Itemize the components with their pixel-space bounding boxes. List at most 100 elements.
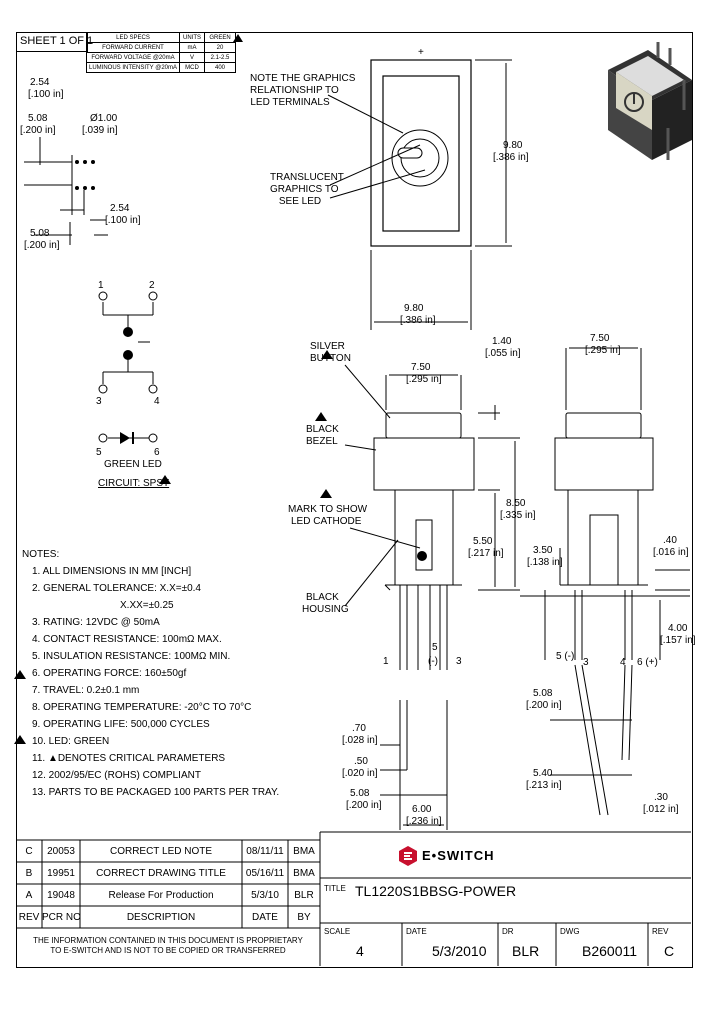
pin-6: 6 xyxy=(154,447,160,458)
side-pin-1: 1 xyxy=(383,656,389,667)
pcr-b: 19951 xyxy=(47,868,75,879)
note-item: 3. RATING: 12VDC @ 50mA xyxy=(32,617,160,628)
dim-508: 5.08 xyxy=(28,113,48,124)
note-translucent-2: GRAPHICS TO xyxy=(270,184,339,195)
dim-hole-in: [.039 in] xyxy=(82,125,118,136)
pin-3: 3 xyxy=(96,396,102,407)
bezel-label-1: BLACK xyxy=(306,424,339,435)
note-graphics-1: NOTE THE GRAPHICS xyxy=(250,73,356,84)
side-pin-5-neg: (-) xyxy=(428,656,438,667)
date-b: 05/16/11 xyxy=(245,868,285,879)
dim-540-in: [.213 in] xyxy=(526,780,562,791)
date-header: DATE xyxy=(252,912,278,923)
dim-400-in: [.157 in] xyxy=(660,635,696,646)
dim-850: 8.50 xyxy=(506,498,526,509)
dim-600-in: [.236 in] xyxy=(406,816,442,827)
circuit-label: CIRCUIT: SPST xyxy=(98,478,170,489)
note-translucent-3: SEE LED xyxy=(278,196,322,207)
rev-header: REV xyxy=(18,912,40,923)
pin-5: 5 xyxy=(96,447,102,458)
dim-508b-in: [.200 in] xyxy=(24,240,60,251)
rev-c: C xyxy=(25,846,33,857)
rev-label: REV xyxy=(652,927,669,936)
dim-040-in: [.016 in] xyxy=(653,547,689,558)
dr-value: BLR xyxy=(512,943,540,959)
dim-050: .50 xyxy=(354,756,368,767)
scale-label: SCALE xyxy=(324,927,351,936)
pin-2: 2 xyxy=(149,280,155,291)
side-pin-5: 5 xyxy=(432,642,438,653)
notes-title: NOTES: xyxy=(22,549,60,560)
dim-508-side: 5.08 xyxy=(350,788,370,799)
desc-header: DESCRIPTION xyxy=(126,912,196,923)
dim-508-side-in: [.200 in] xyxy=(346,800,382,811)
dim-508b: 5.08 xyxy=(30,228,50,239)
silver-label-2: BUTTON xyxy=(310,353,351,364)
bezel-label-2: BEZEL xyxy=(306,436,338,447)
dim-750-2-in: [.295 in] xyxy=(585,345,621,356)
side2-pin-4: 4 xyxy=(620,657,626,668)
revision-table xyxy=(16,840,321,928)
desc-b: CORRECT DRAWING TITLE xyxy=(96,868,226,879)
by-a: BLR xyxy=(294,890,314,901)
brand-name: E•SWITCH xyxy=(422,848,495,863)
dim-height-in: [.386 in] xyxy=(493,152,529,163)
dim-508-2-in: [.200 in] xyxy=(526,700,562,711)
note-item: 12. 2002/95/EC (ROHS) COMPLIANT xyxy=(32,770,201,781)
dim-750: 7.50 xyxy=(411,362,431,373)
pin-1: 1 xyxy=(98,280,104,291)
dim-070: .70 xyxy=(352,723,366,734)
dim-508-2: 5.08 xyxy=(533,688,553,699)
note-item: 2. GENERAL TOLERANCE: X.X=±0.4 xyxy=(32,583,201,594)
date-label: DATE xyxy=(406,927,427,936)
drawing-title: TL1220S1BBSG-POWER xyxy=(355,883,517,899)
sheet-label: SHEET 1 OF 1 xyxy=(20,35,94,47)
switch-render xyxy=(608,42,692,160)
desc-a: Release For Production xyxy=(108,890,214,901)
drawing-border xyxy=(16,32,693,968)
plus-mark: + xyxy=(418,47,424,58)
note-item: 5. INSULATION RESISTANCE: 100MΩ MIN. xyxy=(32,651,231,662)
dwg-value: B260011 xyxy=(582,943,638,959)
dim-750-2: 7.50 xyxy=(590,333,610,344)
dim-254: 2.54 xyxy=(30,77,50,88)
dim-254b: 2.54 xyxy=(110,203,130,214)
led-spec-table: LED SPECS UNITS GREEN FORWARD CURRENT mA… xyxy=(86,32,236,73)
dim-508-in: [.200 in] xyxy=(20,125,56,136)
dim-140-in: [.055 in] xyxy=(485,348,521,359)
scale-value: 4 xyxy=(356,943,364,959)
disclaimer-1: THE INFORMATION CONTAINED IN THIS DOCUME… xyxy=(33,936,303,945)
dim-030: .30 xyxy=(654,792,668,803)
by-b: BMA xyxy=(293,868,315,879)
by-c: BMA xyxy=(293,846,315,857)
note-item: 10. LED: GREEN xyxy=(32,736,110,747)
rev-value: C xyxy=(664,943,675,959)
led-table-cell: 400 xyxy=(204,62,236,73)
dim-400: 4.00 xyxy=(668,623,688,634)
note-item: 6. OPERATING FORCE: 160±50gf xyxy=(32,668,187,679)
side2-pin-5: 5 (-) xyxy=(556,651,575,662)
date-value: 5/3/2010 xyxy=(432,943,487,959)
note-item: 8. OPERATING TEMPERATURE: -20°C TO 70°C xyxy=(32,702,252,713)
note-item: 13. PARTS TO BE PACKAGED 100 PARTS PER T… xyxy=(32,787,280,798)
dim-350-in: [.138 in] xyxy=(527,557,563,568)
dim-600: 6.00 xyxy=(412,804,432,815)
pin-4: 4 xyxy=(154,396,160,407)
dim-050-in: [.020 in] xyxy=(342,768,378,779)
note-item: 7. TRAVEL: 0.2±0.1 mm xyxy=(32,685,140,696)
dwg-label: DWG xyxy=(560,927,580,936)
note-item: 4. CONTACT RESISTANCE: 100mΩ MAX. xyxy=(32,634,222,645)
side-pin-3: 3 xyxy=(456,656,462,667)
green-led-label: GREEN LED xyxy=(104,459,162,470)
dr-label: DR xyxy=(502,927,514,936)
dim-width: 9.80 xyxy=(404,303,424,314)
revision-grid xyxy=(41,840,289,928)
dim-254-in: [.100 in] xyxy=(28,89,64,100)
date-a: 5/3/10 xyxy=(251,890,279,901)
disclaimer-2: TO E-SWITCH AND IS NOT TO BE COPIED OR T… xyxy=(50,946,286,955)
dim-070-in: [.028 in] xyxy=(342,735,378,746)
side2-pin-3: 3 xyxy=(583,657,589,668)
housing-label-2: HOUSING xyxy=(302,604,349,615)
dim-350: 3.50 xyxy=(533,545,553,556)
dim-040: .40 xyxy=(663,535,677,546)
